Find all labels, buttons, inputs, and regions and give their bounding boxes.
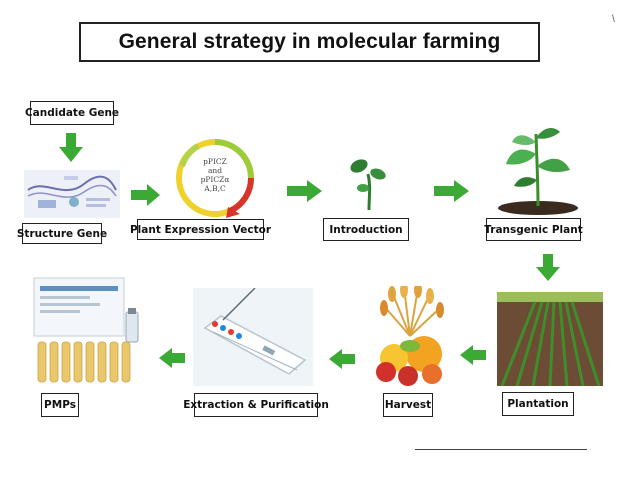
vector-text-2: and: [208, 166, 222, 175]
left-arrow-icon: [460, 345, 486, 365]
label-pmps: PMPs: [41, 393, 79, 417]
seedling-icon: [350, 159, 386, 211]
vector-text-3: pPICZα: [201, 175, 230, 184]
title-box: General strategy in molecular farming: [79, 22, 540, 62]
right-arrow-icon: [131, 184, 160, 206]
structure-gene-image: [24, 170, 120, 218]
label-harvest: Harvest: [383, 393, 433, 417]
page-title: General strategy in molecular farming: [118, 30, 501, 53]
harvest-icon: [376, 286, 444, 386]
plant-icon: [498, 128, 578, 215]
label-structure-gene: Structure Gene: [17, 223, 107, 244]
label-plant-expression-vector: Plant Expression Vector: [130, 219, 271, 240]
label-plantation: Plantation: [502, 392, 574, 416]
vector-text-1: pPICZ: [203, 157, 227, 166]
vector-text-4: A,B,C: [203, 184, 226, 193]
down-arrow-icon: [59, 133, 83, 162]
right-arrow-icon: [287, 180, 322, 202]
label-transgenic-plant: Transgenic Plant: [484, 218, 583, 241]
label-introduction: Introduction: [323, 218, 409, 241]
plasmid-icon: pPICZ and pPICZα A,B,C: [176, 139, 255, 218]
label-extraction-purification: Extraction & Purification: [183, 393, 329, 417]
bottom-line: [415, 449, 587, 450]
vials-icon: [33, 277, 139, 383]
field-icon: [497, 292, 603, 386]
corner-mark: \: [612, 14, 615, 25]
left-arrow-icon: [159, 348, 185, 368]
device-icon: [193, 288, 313, 386]
label-candidate-gene: Candidate Gene: [25, 101, 119, 125]
left-arrow-icon: [329, 349, 355, 369]
right-arrow-icon: [434, 180, 469, 202]
down-arrow-icon: [536, 254, 560, 281]
